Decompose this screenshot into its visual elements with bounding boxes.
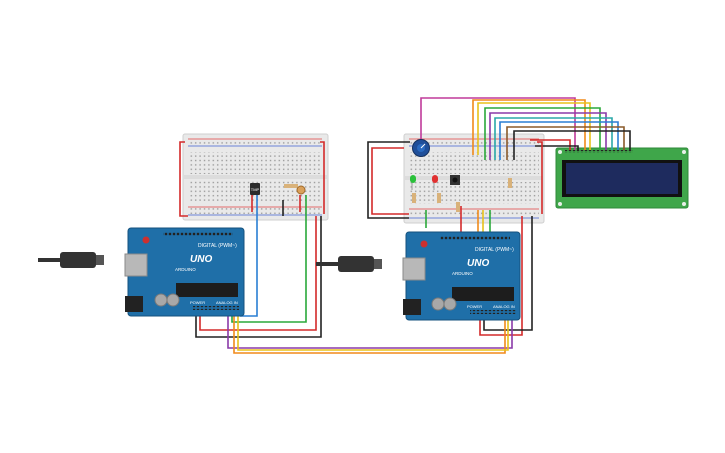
- wire-magenta: [420, 97, 576, 150]
- board-left-analog-label: ANALOG IN: [216, 300, 238, 305]
- potentiometer: [412, 139, 430, 157]
- wire-brown: [506, 126, 625, 160]
- board-left-model: UNO: [190, 254, 212, 265]
- board-left-header-label: DIGITAL (PWM~): [198, 243, 237, 249]
- right-board-wires: [367, 141, 543, 336]
- board-left-power-label: POWER: [190, 300, 205, 305]
- wire-teal: [494, 117, 613, 160]
- wire-green: [484, 107, 601, 160]
- wire-black-lcd: [535, 145, 579, 150]
- lcd-wires: [420, 97, 631, 160]
- photoresistor: [284, 184, 306, 195]
- usb-cable-icon: [38, 252, 104, 268]
- temperature-sensor: TMP: [250, 183, 260, 195]
- board-right-analog-label: ANALOG IN: [493, 304, 515, 309]
- arduino-right: DIGITAL (PWM~) UNO ARDUINO POWER ANALOG …: [402, 231, 521, 321]
- wire-orange: [472, 99, 586, 155]
- wire-black: [513, 130, 631, 160]
- usb-cable-icon: [316, 256, 382, 272]
- left-board-wires: [179, 141, 325, 338]
- board-right-header-label: DIGITAL (PWM~): [475, 247, 514, 253]
- inter-board-wires: [227, 316, 513, 354]
- board-right-brand: ARDUINO: [452, 271, 473, 276]
- arduino-left: DIGITAL (PWM~) UNO ARDUINO POWER ANALOG …: [124, 227, 245, 317]
- board-left-brand: ARDUINO: [175, 267, 196, 272]
- pushbutton: [450, 175, 460, 185]
- led-green: [410, 175, 416, 190]
- board-right-power-label: POWER: [467, 304, 482, 309]
- breadboard-left: [182, 133, 329, 221]
- lcd-display: [555, 147, 689, 209]
- wire-blue: [499, 121, 619, 160]
- board-right-model: UNO: [467, 258, 489, 269]
- resistors-right: [412, 178, 512, 212]
- sensor-label: TMP: [251, 187, 260, 192]
- led-red: [432, 175, 438, 190]
